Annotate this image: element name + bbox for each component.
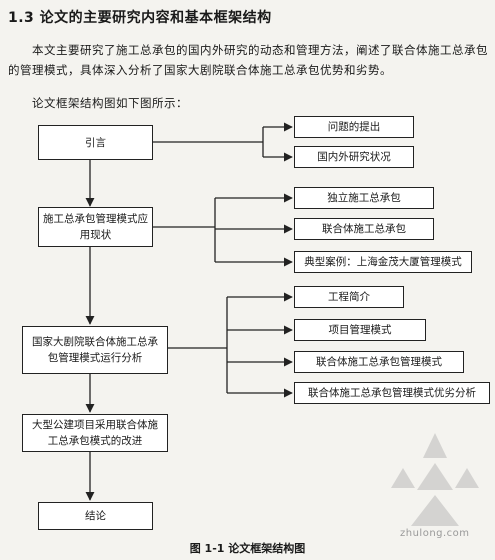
box-jinmao-case: 典型案例：上海金茂大厦管理模式: [294, 251, 472, 273]
box-consortium-management-model: 联合体施工总承包管理模式: [294, 351, 464, 373]
box-application-status: 施工总承包管理模式应用现状: [38, 207, 153, 247]
box-independent-contracting: 独立施工总承包: [294, 187, 434, 209]
section-heading: 1.3 论文的主要研究内容和基本框架结构: [8, 10, 272, 26]
watermark-logo: [391, 433, 479, 526]
box-pros-cons-analysis: 联合体施工总承包管理模式优劣分析: [294, 382, 490, 404]
box-conclusion: 结论: [38, 502, 153, 530]
body-paragraph: 本文主要研究了施工总承包的国内外研究的动态和管理方法，阐述了联合体施工总承包的管…: [8, 43, 488, 77]
diagram-intro: 论文框架结构图如下图所示：: [32, 96, 188, 110]
box-problem-statement: 问题的提出: [294, 116, 414, 138]
box-research-status: 国内外研究状况: [294, 146, 414, 168]
watermark-text: zhulong.com: [400, 528, 470, 539]
box-project-management-model: 项目管理模式: [294, 319, 426, 341]
box-project-overview: 工程简介: [294, 286, 404, 308]
figure-caption: 图 1-1 论文框架结构图: [189, 542, 306, 555]
box-consortium-contracting: 联合体施工总承包: [294, 218, 434, 240]
box-introduction: 引言: [38, 125, 153, 160]
box-theatre-analysis: 国家大剧院联合体施工总承包管理模式运行分析: [22, 326, 168, 374]
box-improvement: 大型公建项目采用联合体施工总承包模式的改进: [22, 414, 168, 452]
